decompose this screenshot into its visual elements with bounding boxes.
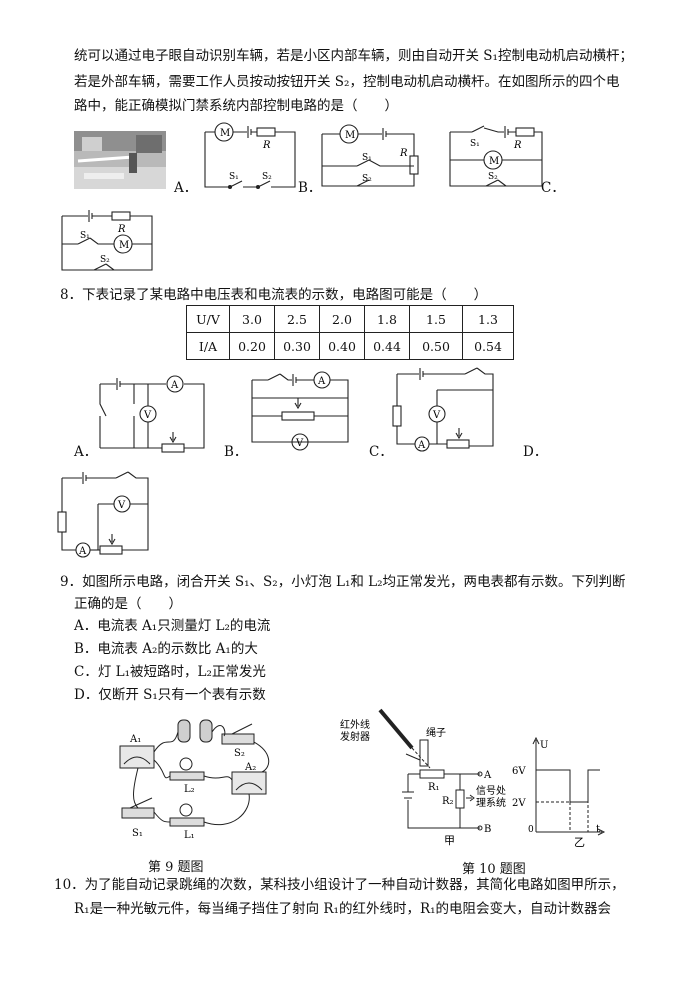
voltmeter-label: V xyxy=(117,500,126,511)
q7-circuit-c: S₁ R M S₂ xyxy=(449,125,543,187)
table-cell: 1.3 xyxy=(462,305,514,333)
q9-option-b[interactable]: B．电流表 A₂的示数比 A₁的大 xyxy=(74,641,258,657)
table-row: I/A 0.20 0.30 0.40 0.44 0.50 0.54 xyxy=(186,332,514,360)
q7-circuit-a: M R S₁ S₂ xyxy=(204,122,296,190)
terminal-a-label: A xyxy=(483,770,492,781)
q7-option-c: C． xyxy=(541,180,565,196)
table-cell: I/A xyxy=(186,332,230,360)
axis-t-label: t xyxy=(596,824,600,835)
table-cell: 3.0 xyxy=(229,305,275,333)
switch-s1-label: S₁ xyxy=(470,139,480,149)
table-cell: U/V xyxy=(186,305,230,333)
terminal-b-label: B xyxy=(484,824,491,835)
q10-caption: 第 10 题图 xyxy=(462,862,526,877)
q8-stem: 8．下表记录了某电路中电压表和电流表的示数，电路图可能是（ ） xyxy=(60,287,488,303)
level-2v-label: 2V xyxy=(512,798,526,809)
q7-line-2: 若是外部车辆，需要工作人员按动按钮开关 S₂，控制电动机启动横杆。在如图所示的四… xyxy=(74,74,620,90)
q7-circuit-d: R S₁ M S₂ xyxy=(61,210,153,271)
motor-label: M xyxy=(489,156,499,167)
q10-stem-2: R₁是一种光敏元件，每当绳子挡住了射向 R₁的红外线时，R₁的电阻会变大，自动计… xyxy=(74,901,612,917)
resistor-label: R xyxy=(513,140,522,151)
ammeter-label: A xyxy=(170,380,179,391)
switch-s2-label: S₂ xyxy=(234,748,245,759)
ammeter-a1-label: A₁ xyxy=(129,734,141,745)
q8-option-c: C． xyxy=(369,444,393,460)
origin-label: 0 xyxy=(528,825,534,835)
q9-caption: 第 9 题图 xyxy=(148,860,204,875)
resistor-label: R xyxy=(399,148,408,159)
rope-label: 绳子 xyxy=(426,726,446,739)
emitter-label: 红外线 xyxy=(340,718,370,731)
switch-s1-label: S₁ xyxy=(80,231,90,241)
ammeter-label: A xyxy=(78,546,87,557)
q9-option-d[interactable]: D．仅断开 S₁只有一个表有示数 xyxy=(74,687,266,703)
table-cell: 0.54 xyxy=(462,332,514,360)
table-cell: 0.20 xyxy=(229,332,275,360)
table-cell: 2.0 xyxy=(319,305,365,333)
ammeter-label: A xyxy=(317,376,326,387)
lamp-l1-label: L₁ xyxy=(184,830,195,841)
figure-yi-label: 乙 xyxy=(574,836,585,849)
ammeter-a2-label: A₂ xyxy=(244,762,256,773)
table-cell: 1.8 xyxy=(364,305,410,333)
table-cell: 2.5 xyxy=(274,305,320,333)
q9-figure: A₁ A₂ S₂ S₁ L₂ L₁ xyxy=(119,719,270,841)
table-cell: 0.44 xyxy=(364,332,410,360)
motor-label: M xyxy=(119,240,129,251)
table-row: U/V 3.0 2.5 2.0 1.8 1.5 1.3 xyxy=(186,305,514,333)
q9-stem-2: 正确的是（ ） xyxy=(74,596,182,612)
q7-circuit-b: M R S₁ S₂ xyxy=(321,124,419,187)
q9-option-a[interactable]: A．电流表 A₁只测量灯 L₂的电流 xyxy=(74,618,271,634)
q8-circuit-b: A V xyxy=(251,371,349,451)
resistor-label: R xyxy=(262,140,271,151)
r1-label: R₁ xyxy=(428,782,440,793)
q7-line-3: 路中，能正确模拟门禁系统内部控制电路的是（ ） xyxy=(74,98,398,114)
q9-stem-1: 9．如图所示电路，闭合开关 S₁、S₂，小灯泡 L₁和 L₂均正常发光，两电表都… xyxy=(60,574,626,590)
r2-label: R₂ xyxy=(442,796,454,807)
table-cell: 1.5 xyxy=(409,305,463,333)
q10-stem-1: 10．为了能自动记录跳绳的次数，某科技小组设计了一种自动计数器，其简化电路如图甲… xyxy=(54,877,625,893)
voltmeter-label: V xyxy=(143,410,152,421)
q10-figure-jia: 红外线 发射器 绳子 R₁ R₂ 信号处 理系统 A B 甲 xyxy=(340,708,506,847)
table-cell: 0.50 xyxy=(409,332,463,360)
switch-s2-label: S₂ xyxy=(362,174,372,184)
system-label-2: 理系统 xyxy=(476,796,506,809)
switch-s2-label: S₂ xyxy=(262,172,272,182)
level-6v-label: 6V xyxy=(512,766,526,777)
q8-circuit-a: A V xyxy=(99,375,205,453)
gate-photo xyxy=(74,131,166,189)
voltmeter-label: V xyxy=(295,438,304,449)
emitter-label-2: 发射器 xyxy=(340,730,370,743)
q8-circuit-c: A V xyxy=(392,367,494,452)
table-cell: 0.40 xyxy=(319,332,365,360)
ammeter-label: A xyxy=(417,440,426,451)
q7-line-1: 统可以通过电子眼自动识别车辆，若是小区内部车辆，则由自动开关 S₁控制电动机启动… xyxy=(74,48,633,64)
table-cell: 0.30 xyxy=(274,332,320,360)
axis-u-label: U xyxy=(540,740,548,751)
q10-figure-yi: U 6V 2V 0 t 乙 xyxy=(512,736,606,849)
switch-s2-label: S₂ xyxy=(488,172,498,182)
switch-s2-label: S₂ xyxy=(100,255,110,265)
voltmeter-label: V xyxy=(432,410,441,421)
figure-jia-label: 甲 xyxy=(444,834,455,847)
q8-option-b: B． xyxy=(224,444,248,460)
switch-s1-label: S₁ xyxy=(362,153,372,163)
resistor-label: R xyxy=(117,224,126,235)
q8-option-d: D． xyxy=(523,444,548,460)
q7-option-b: B． xyxy=(298,180,322,196)
data-table: U/V 3.0 2.5 2.0 1.8 1.5 1.3 I/A 0.20 0.3… xyxy=(186,305,514,360)
lamp-l2-label: L₂ xyxy=(184,784,195,795)
motor-label: M xyxy=(220,128,230,139)
q7-option-a: A． xyxy=(174,180,198,196)
motor-label: M xyxy=(345,130,355,141)
switch-s1-label: S₁ xyxy=(132,828,143,839)
q8-option-a: A． xyxy=(74,444,98,460)
switch-s1-label: S₁ xyxy=(229,172,239,182)
q9-option-c[interactable]: C．灯 L₁被短路时，L₂正常发光 xyxy=(74,664,266,680)
system-label: 信号处 xyxy=(476,785,506,797)
q8-circuit-d: A V xyxy=(57,471,149,558)
